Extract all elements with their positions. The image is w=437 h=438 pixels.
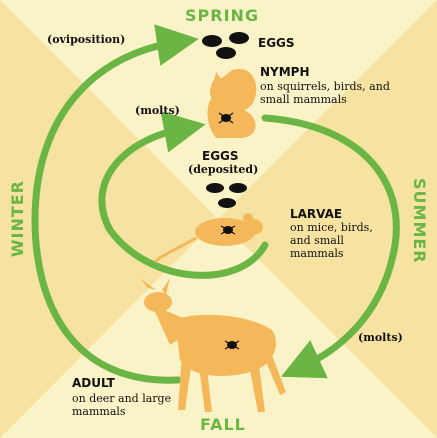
eggs-deposited-title: EGGS <box>202 149 239 163</box>
adult-note: on deer and large mammals <box>72 392 172 418</box>
tick-icon <box>224 340 240 350</box>
larvae-note: on mice, birds, and small mammals <box>290 221 373 260</box>
nymph-title: NYMPH <box>260 65 310 79</box>
adult-title: ADULT <box>72 376 115 390</box>
deer-icon <box>140 278 286 412</box>
mouse-icon <box>153 213 263 264</box>
molts-right-arrow <box>261 114 400 379</box>
larvae-title: LARVAE <box>290 207 343 221</box>
oviposition-label: (oviposition) <box>47 33 126 46</box>
egg-icon <box>206 183 247 208</box>
nymph-note: on squirrels, birds, and small mammals <box>260 80 390 106</box>
squirrel-icon <box>207 69 257 139</box>
tick-icon <box>218 112 234 124</box>
oviposition-arrow <box>31 24 199 384</box>
season-spring-label: SPRING <box>185 6 260 25</box>
winter-quadrant <box>0 0 218 438</box>
egg-icon <box>202 32 249 59</box>
summer-quadrant <box>218 0 437 438</box>
eggs-top-title: EGGS <box>258 36 295 50</box>
molts-left-arrow <box>98 111 269 279</box>
tick-icon <box>220 225 236 235</box>
season-summer-label: SUMMER <box>410 178 429 264</box>
season-winter-label: WINTER <box>8 180 27 258</box>
season-fall-label: FALL <box>200 415 246 434</box>
molts-left-label: (molts) <box>135 104 180 117</box>
molts-right-label: (molts) <box>358 331 403 344</box>
eggs-deposited-note: (deposited) <box>188 163 259 176</box>
cycle-arrows <box>31 24 400 384</box>
